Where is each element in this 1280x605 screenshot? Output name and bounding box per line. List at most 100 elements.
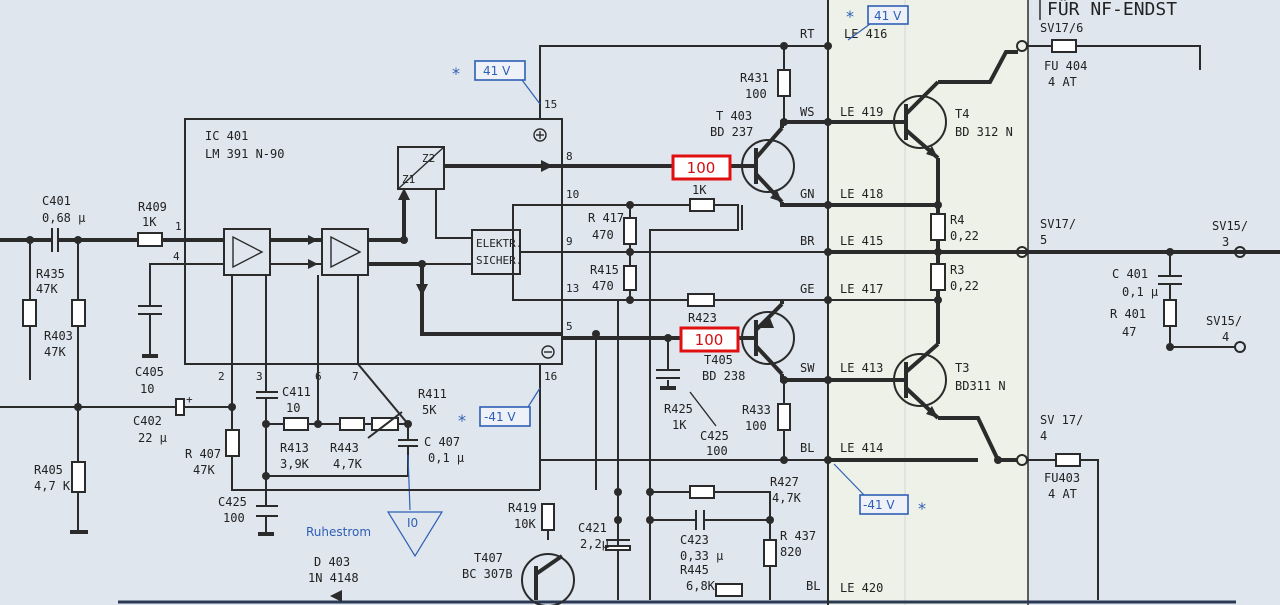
svg-text:*: * xyxy=(846,7,854,26)
svg-text:41 V: 41 V xyxy=(874,9,902,23)
ic-pin-13: 13 xyxy=(566,282,579,295)
svg-text:T3: T3 xyxy=(955,361,969,375)
resistor-r423: R423 xyxy=(687,293,717,325)
ic-part: LM 391 N-90 xyxy=(205,147,284,161)
capacitor-c425: C425 100 xyxy=(656,334,729,458)
trimmer-r445: R445 6,8K xyxy=(680,563,743,597)
connector-sv17-5: SV17/ 5 xyxy=(1016,217,1076,258)
svg-text:R405: R405 xyxy=(34,463,63,477)
resistor-r407: R 407 47K xyxy=(185,429,240,477)
svg-text:R427: R427 xyxy=(770,475,799,489)
resistor-r437: R 437 820 xyxy=(763,529,816,567)
ic-pin-4: 4 xyxy=(173,250,180,263)
resistor-r425: R425 1K xyxy=(664,402,693,432)
svg-text:Z2: Z2 xyxy=(422,152,435,165)
svg-text:R 407: R 407 xyxy=(185,447,221,461)
svg-text:-41 V: -41 V xyxy=(863,498,895,512)
capacitor-c405: C405 10 xyxy=(135,263,178,396)
svg-text:LE 417: LE 417 xyxy=(840,282,883,296)
svg-text:Ruhestrom: Ruhestrom xyxy=(306,525,371,539)
resistor-r405: R405 4,7 K xyxy=(34,461,88,534)
svg-text:LE 419: LE 419 xyxy=(840,105,883,119)
svg-text:470: 470 xyxy=(592,228,614,242)
resistor-r403: R403 47K xyxy=(44,240,86,532)
connector-sv17-4: SV 17/ 4 FU403 4 AT xyxy=(1016,413,1099,600)
connector-sv15-4: SV15/ 4 xyxy=(1166,314,1246,353)
svg-text:47K: 47K xyxy=(193,463,215,477)
ic-pin-7: 7 xyxy=(352,370,359,383)
svg-text:47K: 47K xyxy=(44,345,66,359)
ic-pin-1: 1 xyxy=(175,220,182,233)
svg-text:BC 307B: BC 307B xyxy=(462,567,513,581)
svg-text:470: 470 xyxy=(592,279,614,293)
ic-pin-2: 2 xyxy=(218,370,225,383)
svg-text:T 403: T 403 xyxy=(716,109,752,123)
svg-text:*: * xyxy=(452,64,460,83)
connector-sv17-6: SV17/6 FU 404 4 AT xyxy=(1016,21,1201,89)
svg-text:0,22: 0,22 xyxy=(950,229,979,243)
svg-text:I0: I0 xyxy=(407,516,418,530)
svg-text:0,68 µ: 0,68 µ xyxy=(42,211,85,225)
transistor-t3: T3 BD311 N xyxy=(878,342,1006,420)
svg-text:C401: C401 xyxy=(42,194,71,208)
highlight-label-upper: 100 xyxy=(671,154,732,181)
svg-text:100: 100 xyxy=(745,419,767,433)
svg-text:10: 10 xyxy=(140,382,154,396)
svg-text:SICHER.: SICHER. xyxy=(476,254,522,267)
svg-text:*: * xyxy=(918,499,926,518)
transistor-t407: T407 BC 307B xyxy=(462,551,575,605)
svg-text:R 437: R 437 xyxy=(780,529,816,543)
svg-text:BD 238: BD 238 xyxy=(702,369,745,383)
svg-text:LE 414: LE 414 xyxy=(840,441,883,455)
svg-text:1K: 1K xyxy=(672,418,687,432)
svg-text:R419: R419 xyxy=(508,501,537,515)
amp-stage-2 xyxy=(321,228,369,276)
resistor-r4: R4 0,22 xyxy=(930,213,979,243)
svg-text:0,1 µ: 0,1 µ xyxy=(428,451,464,465)
svg-text:R403: R403 xyxy=(44,329,73,343)
svg-text:6,8K: 6,8K xyxy=(686,579,716,593)
ic-pin-3: 3 xyxy=(256,370,263,383)
amp-stage-1 xyxy=(223,228,271,276)
svg-text:R 401: R 401 xyxy=(1110,307,1146,321)
diode-d403: D 403 1N 4148 xyxy=(308,555,359,602)
svg-text:R409: R409 xyxy=(138,200,167,214)
svg-text:GE: GE xyxy=(800,282,814,296)
svg-text:R433: R433 xyxy=(742,403,771,417)
capacitor-c421: C421 2,2µ xyxy=(578,488,631,600)
svg-text:47K: 47K xyxy=(36,282,58,296)
svg-text:R445: R445 xyxy=(680,563,709,577)
svg-text:RT: RT xyxy=(800,27,814,41)
svg-text:T407: T407 xyxy=(474,551,503,565)
svg-text:BD 237: BD 237 xyxy=(710,125,753,139)
svg-text:100: 100 xyxy=(695,331,724,349)
svg-text:0,1 µ: 0,1 µ xyxy=(1122,285,1158,299)
svg-text:BL: BL xyxy=(806,579,820,593)
resistor-r419: R419 10K xyxy=(508,501,555,540)
svg-text:LE 416: LE 416 xyxy=(844,27,887,41)
connector-sv15-3: SV15/ 3 xyxy=(1212,219,1248,258)
svg-text:LE 413: LE 413 xyxy=(840,361,883,375)
svg-text:1K: 1K xyxy=(142,215,157,229)
svg-text:C421: C421 xyxy=(578,521,607,535)
svg-text:R3: R3 xyxy=(950,263,964,277)
svg-text:3,9K: 3,9K xyxy=(280,457,310,471)
ic-pin-15: 15 xyxy=(544,98,557,111)
svg-text:R415: R415 xyxy=(590,263,619,277)
svg-text:C425: C425 xyxy=(218,495,247,509)
svg-text:BL: BL xyxy=(800,441,814,455)
svg-text:BR: BR xyxy=(800,234,815,248)
ruhestrom-measurement: I0 Ruhestrom xyxy=(306,454,444,558)
svg-text:C405: C405 xyxy=(135,365,164,379)
svg-text:R411: R411 xyxy=(418,387,447,401)
transistor-t4: T4 BD 312 N xyxy=(878,80,1013,160)
svg-text:100: 100 xyxy=(223,511,245,525)
svg-text:1K: 1K xyxy=(692,183,707,197)
resistor-r415: R415 470 xyxy=(590,263,637,293)
ic-pin-10: 10 xyxy=(566,188,579,201)
ic-pin-9: 9 xyxy=(566,235,573,248)
rail-labels: RT WS GN BR GE SW BL BL LE 416 LE 419 LE… xyxy=(800,27,887,595)
ic-pin-16: 16 xyxy=(544,370,557,383)
svg-text:4 AT: 4 AT xyxy=(1048,487,1077,501)
